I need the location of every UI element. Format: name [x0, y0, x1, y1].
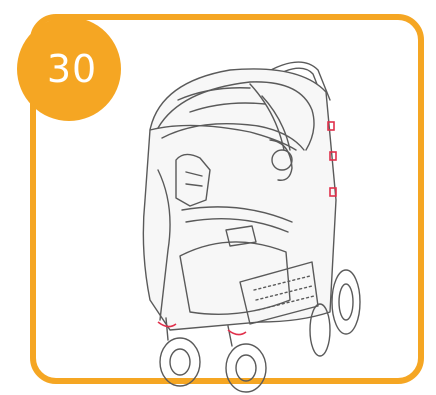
- mosquito-net-icon: [143, 69, 336, 330]
